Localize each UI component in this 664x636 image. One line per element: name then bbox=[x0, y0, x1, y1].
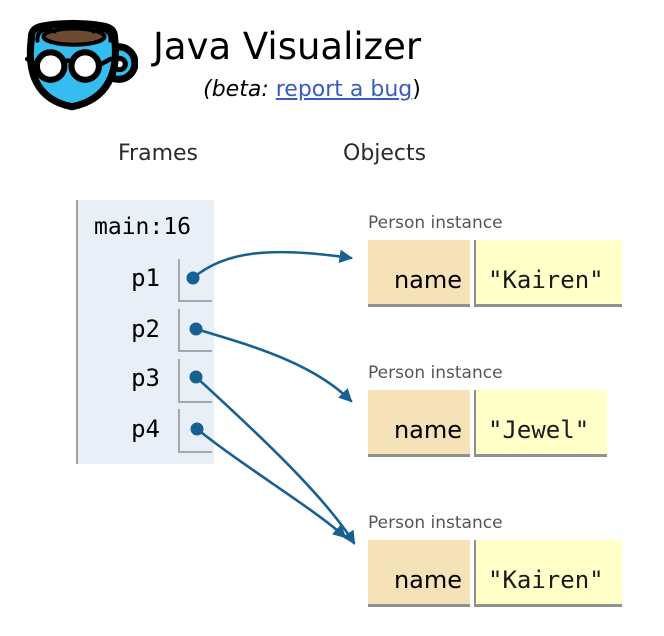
variable-label-p3: p3 bbox=[131, 364, 160, 392]
heap-object-2: name "Jewel" bbox=[368, 390, 608, 457]
variable-label-p4: p4 bbox=[131, 415, 160, 443]
pointer-arrow-p4-to-object3 bbox=[195, 427, 347, 539]
field-value-cell: "Jewel" bbox=[474, 390, 608, 457]
field-key-cell: name bbox=[368, 240, 470, 307]
logo-rim-curl-left bbox=[35, 27, 57, 43]
variable-label-p2: p2 bbox=[131, 315, 160, 343]
pointer-arrow-p2-to-object2 bbox=[194, 327, 353, 403]
objects-column-header: Objects bbox=[343, 141, 427, 166]
beta-suffix-text: ) bbox=[412, 77, 421, 102]
coffee-cup-logo-icon bbox=[24, 19, 138, 111]
field-value-cell: "Kairen" bbox=[474, 540, 622, 607]
field-key-cell: name bbox=[368, 390, 470, 457]
pointer-arrow-p1-to-object1 bbox=[191, 249, 354, 280]
report-a-bug-link[interactable]: report a bug bbox=[275, 77, 413, 102]
frames-column-header: Frames bbox=[118, 141, 199, 166]
pointer-arrow-p3-to-object3 bbox=[194, 375, 356, 545]
variable-value-slot-p2 bbox=[178, 309, 212, 352]
heap-object-1: name "Kairen" bbox=[368, 240, 622, 307]
logo-rim-curl-right bbox=[91, 27, 113, 43]
variable-value-slot-p4 bbox=[178, 409, 212, 453]
frame-name: main:16 bbox=[94, 214, 191, 240]
logo-glasses-left-lens bbox=[33, 49, 68, 83]
variable-value-slot-p3 bbox=[178, 359, 212, 403]
variable-label-p1: p1 bbox=[131, 264, 160, 292]
logo-coffee bbox=[41, 26, 107, 47]
logo-glasses-right-lens bbox=[68, 49, 102, 83]
beta-prefix-text: (beta: bbox=[203, 77, 269, 102]
field-key-cell: name bbox=[368, 540, 470, 607]
app-title: Java Visualizer bbox=[153, 25, 422, 68]
object-type-label: Person instance bbox=[368, 513, 503, 533]
variable-value-slot-p1 bbox=[178, 259, 212, 302]
object-type-label: Person instance bbox=[368, 213, 503, 233]
object-type-label: Person instance bbox=[368, 363, 503, 383]
field-value-cell: "Kairen" bbox=[474, 240, 622, 307]
heap-object-3: name "Kairen" bbox=[368, 540, 622, 607]
beta-note: (beta: report a bug) bbox=[153, 76, 471, 103]
